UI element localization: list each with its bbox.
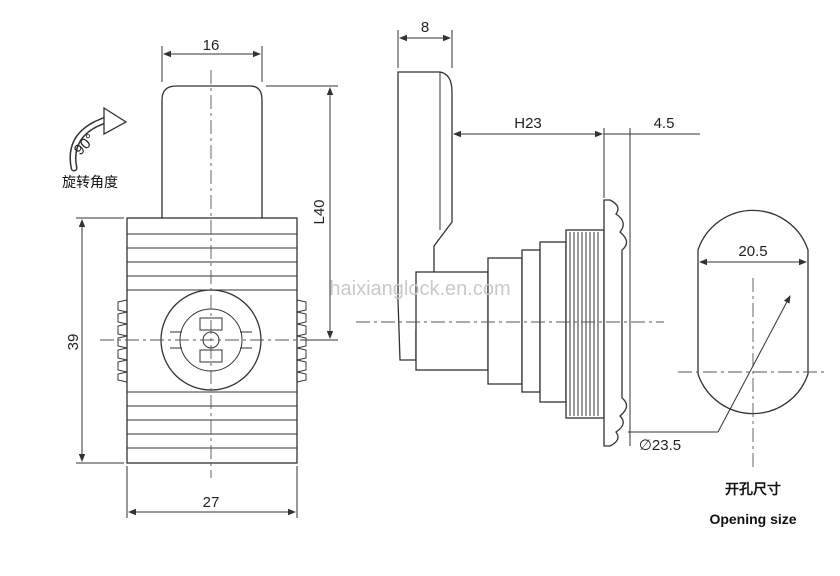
diameter-leader xyxy=(717,295,791,433)
watermark: haixianglock.en.com xyxy=(329,278,510,300)
front-right-teeth xyxy=(296,299,307,383)
dim-4.5: 4.5 xyxy=(654,115,675,132)
front-left-teeth xyxy=(117,299,128,383)
opening-caption-en: Opening size xyxy=(709,511,796,527)
dim-27: 27 xyxy=(203,494,220,511)
opening-dimensions xyxy=(697,250,809,300)
dim-diameter-23.5: ∅23.5 xyxy=(639,437,681,454)
dim-20.5: 20.5 xyxy=(738,243,767,260)
dim-39: 39 xyxy=(65,334,82,351)
dim-16: 16 xyxy=(203,37,220,54)
knurl-lines xyxy=(569,232,599,416)
side-step-1 xyxy=(487,257,523,385)
side-view xyxy=(356,71,664,447)
rotation-arrow-icon xyxy=(69,106,128,172)
side-dimensions xyxy=(397,30,700,446)
rotation-caption: 旋转角度 xyxy=(62,175,118,191)
opening-view xyxy=(628,209,828,470)
side-step-2 xyxy=(521,249,541,393)
dim-L40: L40 xyxy=(311,199,328,224)
side-flange xyxy=(603,199,628,447)
dim-H23: H23 xyxy=(514,115,542,132)
front-top-tab xyxy=(161,85,263,218)
opening-caption-cn: 开孔尺寸 xyxy=(725,481,781,498)
dim-8: 8 xyxy=(421,19,429,36)
front-bottom-ribs xyxy=(127,391,297,449)
front-view xyxy=(100,70,330,478)
side-neck xyxy=(415,271,489,371)
front-dimensions xyxy=(76,46,338,518)
